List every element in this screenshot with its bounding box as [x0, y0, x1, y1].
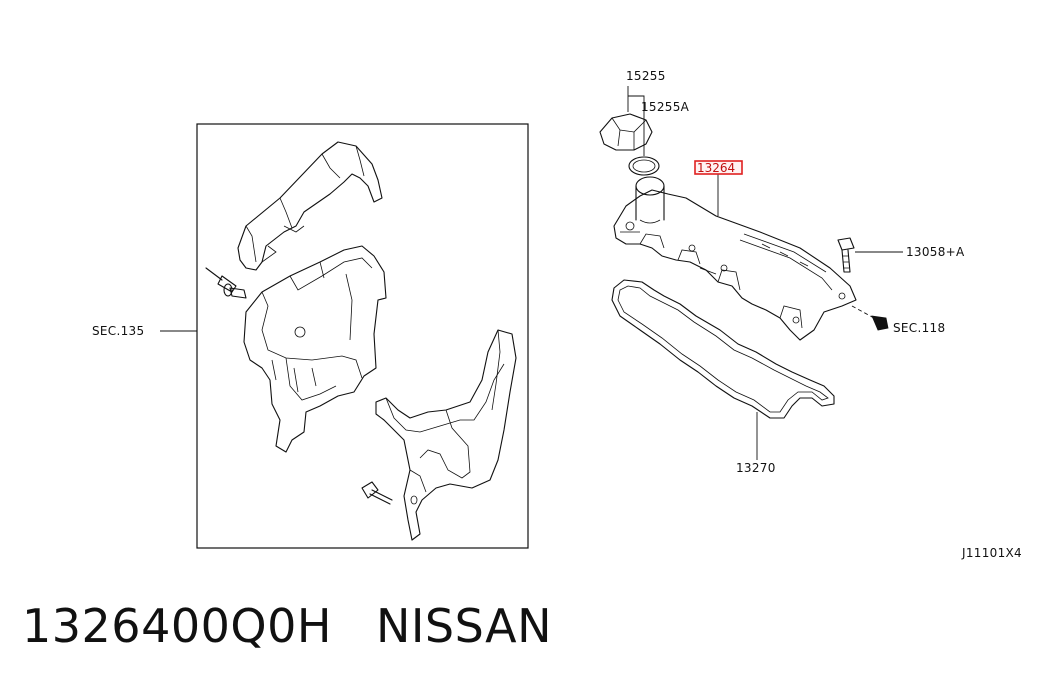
p13270-label[interactable]: 13270 — [736, 461, 776, 475]
sec135-label[interactable]: SEC.135 — [92, 324, 144, 338]
rocker-cover-gasket — [611, 279, 835, 419]
p13264-highlight-box — [694, 160, 743, 175]
manufacturer-name: NISSAN — [375, 599, 553, 653]
oil-filler-cap — [599, 113, 653, 151]
middle-timing-cover — [243, 245, 387, 453]
part-number: 1326400Q0H — [22, 599, 332, 653]
p15255A-label[interactable]: 15255A — [641, 100, 690, 114]
p15255-leader — [627, 86, 645, 156]
diagram-reference-code: J11101X4 — [961, 546, 1022, 560]
p13058A-label[interactable]: 13058+A — [906, 245, 965, 259]
valve-rocker-cover — [613, 176, 857, 341]
parts-diagram: SEC.135 — [92, 69, 1022, 560]
sec118-label[interactable]: SEC.118 — [893, 321, 945, 335]
p13264-label[interactable]: 13264 — [697, 161, 735, 175]
cover-bolt-13058 — [837, 237, 855, 273]
p15255-label[interactable]: 15255 — [626, 69, 666, 83]
lower-timing-cover — [375, 329, 517, 541]
part-caption: 1326400Q0H NISSAN — [22, 596, 552, 656]
filler-cap-seal — [628, 156, 660, 176]
upper-timing-cover — [237, 141, 383, 271]
stud-bolt — [205, 267, 247, 299]
cover-bolt — [361, 481, 393, 505]
sec118-dashed-leader — [851, 305, 875, 319]
sec135-group-box — [196, 123, 529, 549]
sec118-arrow-icon — [871, 315, 889, 331]
